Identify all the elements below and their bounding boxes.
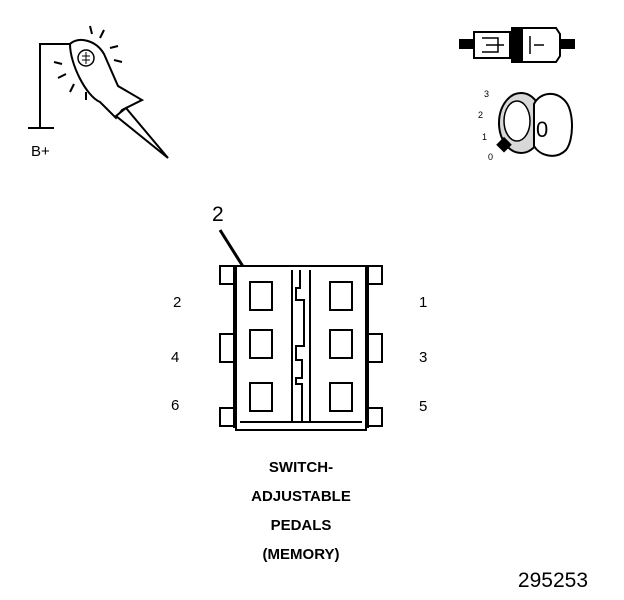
svg-text:(MEMORY): (MEMORY) [263,546,340,563]
figure-number: 295253 [518,569,588,592]
svg-text:SWITCH-: SWITCH- [269,459,333,476]
pin-label-1: 1 [419,294,427,311]
ignition-switch-icon [496,92,573,157]
ignition-key-label: 0 [536,117,548,142]
ignition-position-0: 0 [488,152,493,162]
cavity-6 [249,382,273,412]
connector-face [219,265,383,431]
connector-title: SWITCH- ADJUSTABLE PEDALS (MEMORY) [251,459,351,563]
pin-label-4: 4 [171,349,179,366]
pin-label-6: 6 [171,397,179,414]
cavity-2 [249,281,273,311]
test-light-icon [28,25,169,159]
connector-plug-icon [459,27,575,63]
ignition-position-2: 2 [478,110,483,120]
cavity-1 [329,281,353,311]
pin-label-5: 5 [419,398,427,415]
cavity-3 [329,329,353,359]
svg-text:PEDALS: PEDALS [271,517,332,534]
ignition-position-1: 1 [482,132,487,142]
svg-text:ADJUSTABLE: ADJUSTABLE [251,488,351,505]
cavity-5 [329,382,353,412]
ignition-position-3: 3 [484,89,489,99]
cavity-4 [249,329,273,359]
pin-label-2: 2 [173,294,181,311]
battery-positive-label: B+ [31,143,50,160]
callout-number: 2 [212,203,224,226]
pin-label-3: 3 [419,349,427,366]
